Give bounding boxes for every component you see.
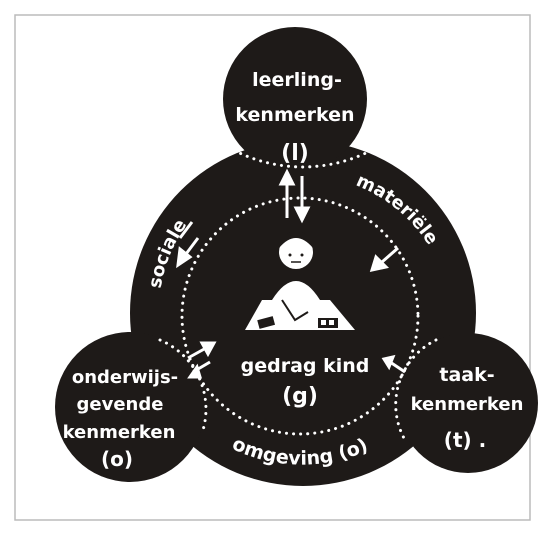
node-right-line2: kenmerken bbox=[411, 394, 524, 415]
center-label: gedrag kind bbox=[241, 355, 370, 377]
node-right-code: (t) . bbox=[444, 428, 486, 452]
node-top-line2: kenmerken bbox=[235, 104, 354, 126]
node-disc-right bbox=[398, 333, 538, 473]
inner-dotted-ring bbox=[180, 196, 420, 436]
arrows-left bbox=[187, 341, 217, 379]
arrow-right-upper bbox=[369, 246, 399, 273]
node-left-line3: kenmerken bbox=[63, 422, 176, 443]
node-top-line1: leerling- bbox=[252, 69, 342, 91]
left-node-dotted-boundary bbox=[158, 338, 208, 432]
node-top-code: (l) bbox=[281, 141, 309, 166]
node-right-line1: taak- bbox=[439, 364, 494, 386]
center-code: (g) bbox=[282, 384, 318, 409]
picture-frame bbox=[14, 14, 531, 521]
child-at-desk-illustration bbox=[245, 231, 355, 330]
node-left-line1: onderwijs- bbox=[72, 367, 178, 388]
node-left-line2: gevende bbox=[77, 394, 164, 415]
node-left-code: (o) bbox=[101, 447, 133, 471]
arrows-top bbox=[278, 168, 311, 224]
right-node-dotted-boundary bbox=[394, 338, 438, 442]
node-disc-left bbox=[55, 332, 205, 482]
arrow-right bbox=[381, 354, 406, 374]
node-disc-top bbox=[223, 27, 367, 171]
arrows-left-upper bbox=[176, 221, 200, 269]
